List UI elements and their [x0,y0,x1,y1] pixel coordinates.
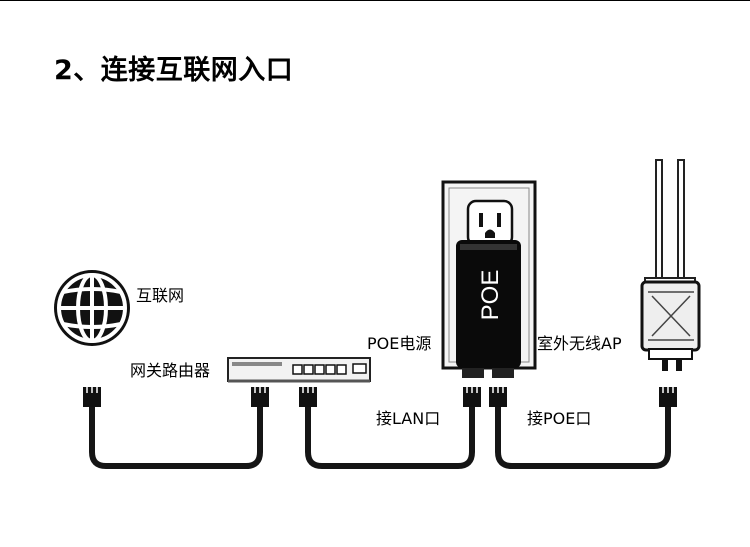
lan-port-label: 接LAN口 [376,409,441,428]
poe-port-label: 接POE口 [527,409,592,428]
poe-adapter-icon: POE [456,240,521,378]
router-label: 网关路由器 [130,361,211,380]
outdoor-ap-icon [640,159,701,371]
top-border-line [0,0,750,1]
network-cable-icon [89,403,671,469]
rj45-plug-icon [83,387,677,407]
internet-label: 互联网 [136,286,185,305]
page-title: 2、连接互联网入口 [54,55,294,86]
router-icon [227,357,371,383]
poe-power-label: POE电源 [367,334,432,353]
globe-icon [54,270,130,346]
outdoor-ap-label: 室外无线AP [537,334,622,353]
poe-device-label: POE [477,270,504,321]
